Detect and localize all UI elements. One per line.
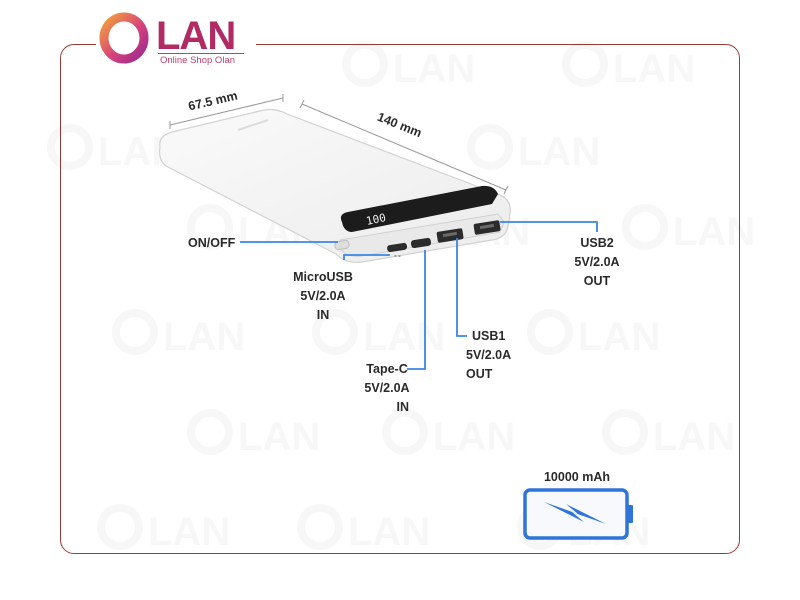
width-dimension-line	[169, 97, 284, 126]
brand-embossing	[237, 119, 269, 131]
microusb-spec: 5V/2.0A	[300, 289, 346, 303]
lightning-bolt-icon	[544, 502, 606, 524]
svg-text:▪ ▪: ▪ ▪	[394, 253, 401, 258]
typec-label: Tape-C 5V/2.0A IN	[355, 360, 419, 417]
usb2-label: USB2 5V/2.0A OUT	[566, 234, 628, 291]
brand-tagline: Online Shop Olan	[160, 55, 235, 66]
battery-capacity-label: 10000 mAh	[543, 470, 610, 484]
brand-logo-icon	[99, 12, 149, 64]
type-c-port	[410, 237, 432, 249]
length-dimension-line	[301, 103, 507, 191]
microusb-label: MicroUSB 5V/2.0A IN	[290, 268, 356, 325]
dimension-lines	[169, 94, 509, 195]
usb1-direction: OUT	[466, 367, 493, 381]
power-button	[334, 239, 350, 251]
led-display	[340, 185, 498, 232]
battery-charging-icon	[523, 488, 633, 540]
typec-direction: IN	[396, 400, 410, 414]
usb1-label: USB1 5V/2.0A OUT	[466, 327, 524, 384]
typec-spec: 5V/2.0A	[364, 381, 410, 395]
usb2-name: USB2	[580, 236, 614, 250]
callout-lines	[240, 221, 598, 370]
brand-logo: LAN Online Shop Olan	[98, 10, 258, 66]
usb1-spec: 5V/2.0A	[466, 348, 512, 362]
usb2-spec: 5V/2.0A	[574, 255, 620, 269]
microusb-direction: IN	[316, 308, 330, 322]
usb2-direction: OUT	[583, 274, 611, 288]
usb2-callout-line	[500, 221, 598, 232]
onoff-label: ON/OFF	[188, 236, 236, 250]
usb1-callout-line	[456, 238, 467, 337]
typec-callout-line	[407, 250, 426, 370]
card-frame	[60, 44, 740, 554]
power-bank-body	[159, 108, 511, 263]
usb1-name: USB1	[472, 329, 506, 343]
micro-usb-port	[387, 242, 408, 253]
led-display-reading: 100	[365, 211, 387, 228]
brand-name: LAN	[156, 14, 236, 58]
microusb-name: MicroUSB	[293, 270, 353, 284]
microusb-callout-line	[343, 254, 390, 260]
brand-underline	[158, 53, 244, 54]
typec-name: Tape-C	[366, 362, 408, 376]
